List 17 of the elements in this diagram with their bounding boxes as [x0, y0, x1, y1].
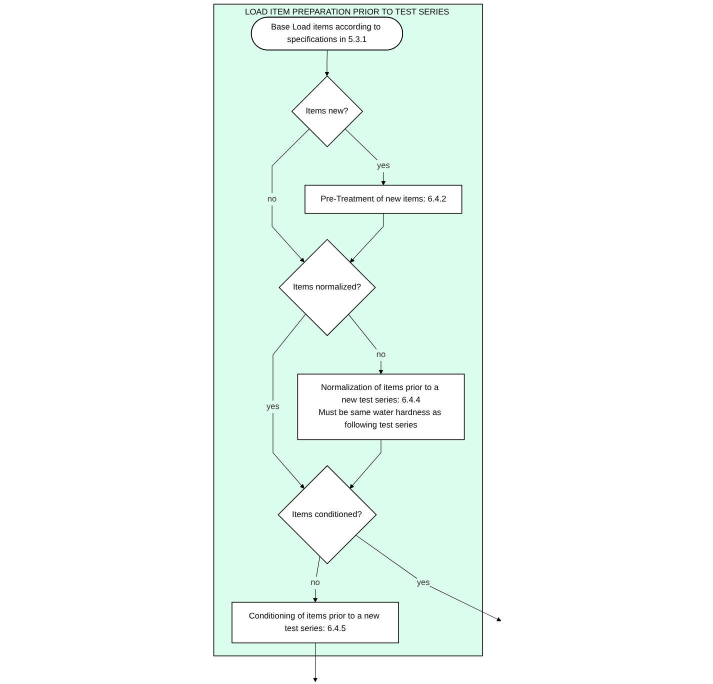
process-box: Conditioning of items prior to a new test series: 6.4.5	[232, 602, 399, 644]
arrow	[355, 534, 502, 622]
decision-diamond: Items new?	[291, 75, 364, 148]
arrow	[350, 439, 382, 489]
arrow	[350, 213, 384, 263]
process-box: Pre-Treatment of new items: 6.4.2	[304, 184, 462, 214]
arrow	[324, 50, 330, 76]
arrow	[272, 128, 310, 262]
decision-diamond: Items normalized?	[278, 238, 376, 336]
arrow	[313, 642, 318, 682]
decision-diamond: Items conditioned?	[278, 465, 377, 564]
arrow	[348, 314, 384, 374]
arrow	[344, 128, 386, 186]
process-box: Normalization of items prior to a new test series: 6.4.4 Must be same water hardness as following test series	[297, 374, 465, 440]
arrow	[313, 556, 320, 602]
start-terminal: Base Load items according to specifications in 5.3.1	[250, 16, 404, 50]
arrow	[272, 314, 306, 489]
